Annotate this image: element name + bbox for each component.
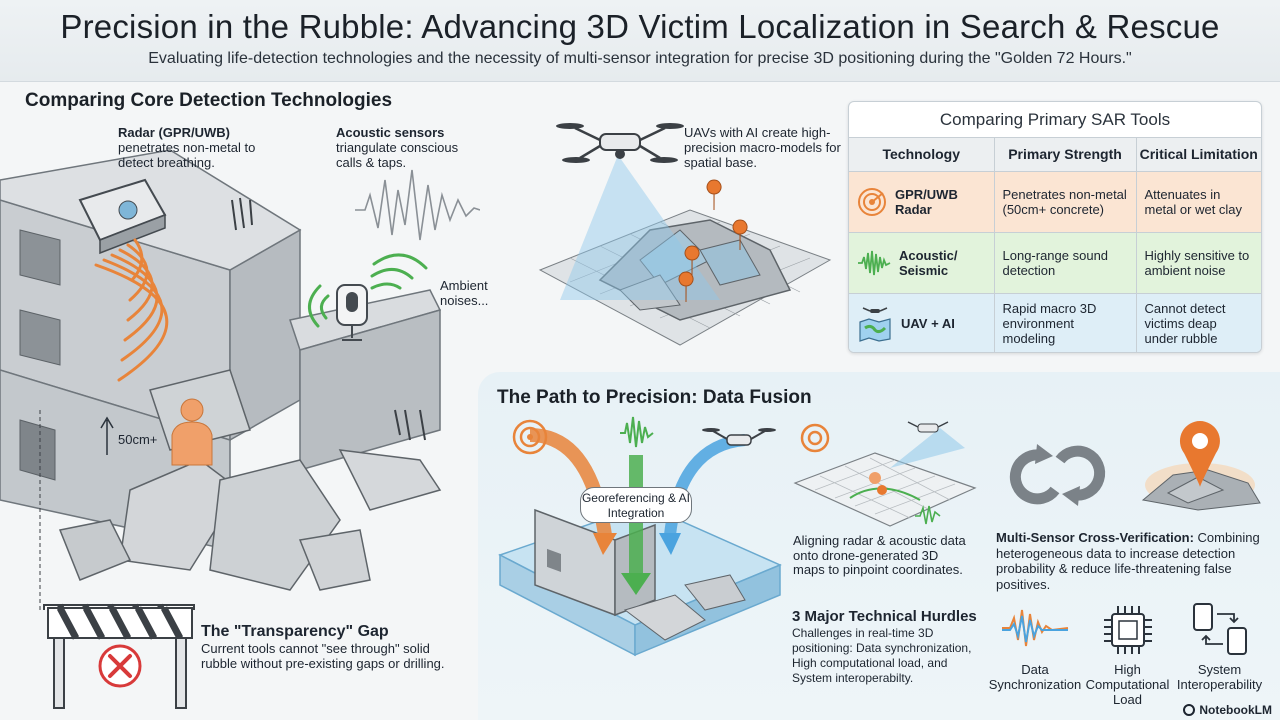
table-row: GPR/UWB Radar Penetrates non-metal (50cm… — [849, 171, 1261, 233]
alignment-text: Aligning radar & acoustic data onto dron… — [793, 533, 966, 577]
table-cell: Long-range sound detection — [994, 232, 1137, 294]
system-interoperability-icon — [1193, 603, 1247, 655]
fusion-heading: The Path to Precision: Data Fusion — [497, 387, 812, 408]
page-title: Precision in the Rubble: Advancing 3D Vi… — [60, 8, 1220, 45]
depth-label: 50cm+ — [118, 432, 157, 447]
sar-tools-table-panel: Comparing Primary SAR Tools Technology P… — [848, 101, 1262, 353]
location-pin-icon — [678, 271, 694, 303]
data-fusion-illustration — [498, 416, 782, 657]
waveform-icon — [915, 505, 941, 525]
acoustic-callout: Acoustic sensors triangulate conscious c… — [336, 125, 459, 170]
hurdle-label: High Computational Load — [1085, 662, 1170, 707]
hurdles-block: 3 Major Technical Hurdles Challenges in … — [792, 608, 977, 685]
radar-icon — [858, 187, 886, 216]
cross-verification-cycle-icon — [1009, 444, 1106, 506]
radar-icon — [512, 419, 548, 455]
tech-name: Acoustic/ Seismic — [899, 247, 958, 278]
column-header: Primary Strength — [994, 138, 1137, 172]
radar-icon — [800, 423, 830, 453]
waveform-icon — [858, 250, 891, 275]
table-cell: Attenuates in metal or wet clay — [1136, 171, 1261, 233]
notebooklm-logo-icon — [1183, 704, 1196, 716]
processor-chip-icon — [1104, 606, 1152, 654]
drone-icon — [556, 123, 684, 163]
tech-name: GPR/UWB Radar — [895, 186, 958, 217]
table-row: Acoustic/ Seismic Long-range sound detec… — [849, 232, 1261, 294]
page-subtitle: Evaluating life-detection technologies a… — [148, 50, 1132, 67]
drone-icon — [907, 421, 949, 433]
table-title: Comparing Primary SAR Tools — [849, 102, 1261, 138]
transparency-gap-callout: The "Transparency" Gap Current tools can… — [201, 623, 445, 671]
table-cell: Penetrates non-metal (50cm+ concrete) — [994, 171, 1137, 233]
drone-map-icon — [859, 306, 891, 342]
victim-figure-icon — [171, 398, 213, 466]
sar-tools-table: Technology Primary Strength Critical Lim… — [849, 138, 1261, 352]
hurdle-label: Data Synchronization — [988, 662, 1082, 692]
confirmed-location-pin-icon — [1141, 421, 1261, 511]
georeferencing-label: Georeferencing & AI Integration — [580, 487, 692, 523]
column-header: Technology — [849, 138, 995, 172]
cross-verification-text: Multi-Sensor Cross-Verification: Combini… — [996, 530, 1260, 592]
ambient-noise-label: Ambient noises... — [440, 278, 489, 308]
location-pin-icon — [706, 179, 722, 211]
sensor-alignment-map — [793, 421, 977, 527]
location-pin-icon — [684, 245, 700, 277]
hurdle-label: System Interoperability — [1176, 662, 1263, 692]
core-heading: Comparing Core Detection Technologies — [25, 90, 393, 111]
column-header: Critical Limitation — [1136, 138, 1261, 172]
tech-name: UAV + AI — [901, 316, 955, 331]
table-cell: Cannot detect victims deap under rubble — [1136, 293, 1261, 352]
data-sync-waveform-icon — [1002, 609, 1069, 647]
table-row: UAV + AI Rapid macro 3D environment mode… — [849, 293, 1261, 352]
location-pin-icon — [732, 219, 748, 251]
waveform-icon — [620, 416, 654, 448]
microphone-icon — [336, 284, 368, 341]
notebooklm-brand: NotebookLM — [1183, 703, 1272, 717]
table-cell: Rapid macro 3D environment modeling — [994, 293, 1137, 352]
uav-rubble-map-illustration — [538, 123, 832, 346]
collapsed-building-illustration: 50cm+ — [0, 149, 480, 610]
table-cell: Highly sensitive to ambient noise — [1136, 232, 1261, 294]
header: Precision in the Rubble: Advancing 3D Vi… — [0, 0, 1280, 82]
uav-callout: UAVs with AI create high-precision macro… — [684, 125, 841, 170]
radar-device-icon — [78, 178, 167, 255]
drone-icon — [702, 428, 776, 446]
transparency-gap-barrier — [47, 606, 193, 709]
radar-callout: Radar (GPR/UWB) penetrates non-metal to … — [118, 125, 256, 170]
